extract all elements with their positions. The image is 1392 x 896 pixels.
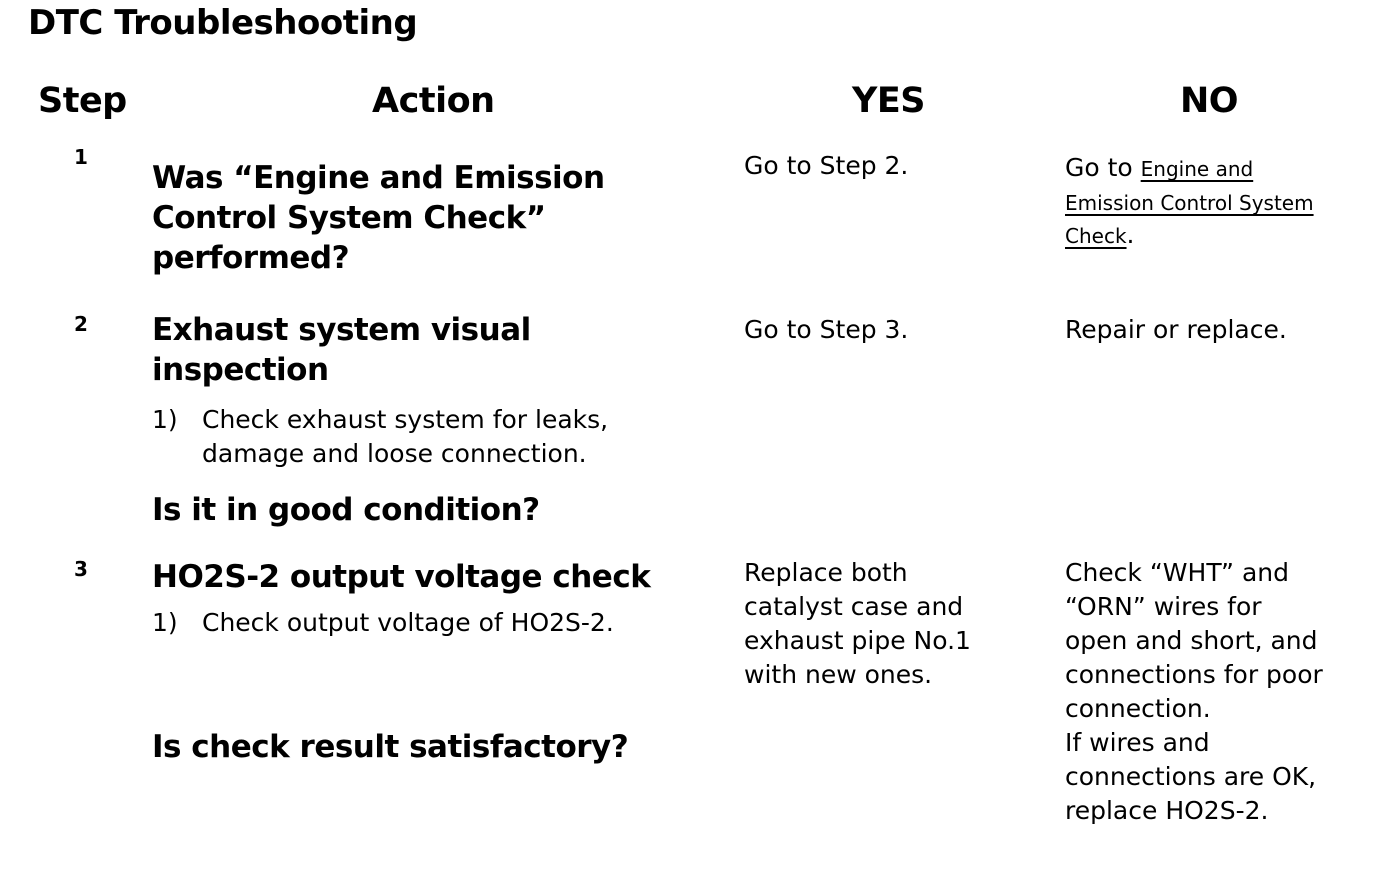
column-header-no: NO — [1180, 81, 1239, 121]
page-title: DTC Troubleshooting — [28, 3, 418, 43]
no-cell-text-suffix: . — [1126, 220, 1135, 249]
yes-cell: Go to Step 3. — [744, 315, 909, 344]
action-cell: Was “Engine and Emission Control System … — [152, 158, 742, 278]
action-question: Is check result satisfactory? — [152, 729, 629, 765]
list-item: 1) Check exhaust system for leaks, damag… — [152, 403, 742, 471]
list-item: 1) Check output voltage of HO2S-2. — [152, 606, 742, 640]
yes-cell: Go to Step 2. — [744, 151, 909, 180]
action-heading: Exhaust system visual inspection — [152, 312, 531, 388]
action-heading: HO2S-2 output voltage check — [152, 559, 651, 595]
no-cell: Repair or replace. — [1065, 315, 1287, 344]
column-header-action: Action — [372, 81, 495, 121]
no-cell-line: Check. — [1065, 219, 1392, 252]
action-question: Is it in good condition? — [152, 492, 540, 528]
column-header-step: Step — [38, 81, 127, 121]
yes-cell: Replace both catalyst case and exhaust p… — [744, 558, 971, 689]
no-cell-text-prefix: Go to — [1065, 153, 1141, 182]
engine-emission-check-link[interactable]: Engine and — [1140, 157, 1254, 181]
list-text: Check output voltage of HO2S-2. — [202, 608, 614, 637]
engine-emission-check-link[interactable]: Emission Control System — [1065, 191, 1314, 215]
list-marker: 1) — [152, 608, 178, 637]
action-cell: Exhaust system visual inspection 1) Chec… — [152, 310, 742, 530]
no-cell-line: Go to Engine and — [1065, 151, 1392, 186]
engine-emission-check-link[interactable]: Check — [1065, 224, 1127, 248]
step-number: 1 — [74, 145, 88, 169]
column-header-yes: YES — [852, 81, 925, 121]
list-text: Check exhaust system for leaks, damage a… — [202, 405, 609, 468]
no-cell: Go to Engine and Emission Control System… — [1065, 151, 1392, 252]
step-number: 3 — [74, 557, 88, 581]
action-question: Was “Engine and Emission Control System … — [152, 160, 605, 276]
list-marker: 1) — [152, 405, 178, 434]
step-number: 2 — [74, 312, 88, 336]
no-cell: Check “WHT” and “ORN” wires for open and… — [1065, 558, 1323, 825]
no-cell-line: Emission Control System — [1065, 186, 1392, 219]
action-cell: HO2S-2 output voltage check 1) Check out… — [152, 557, 742, 767]
